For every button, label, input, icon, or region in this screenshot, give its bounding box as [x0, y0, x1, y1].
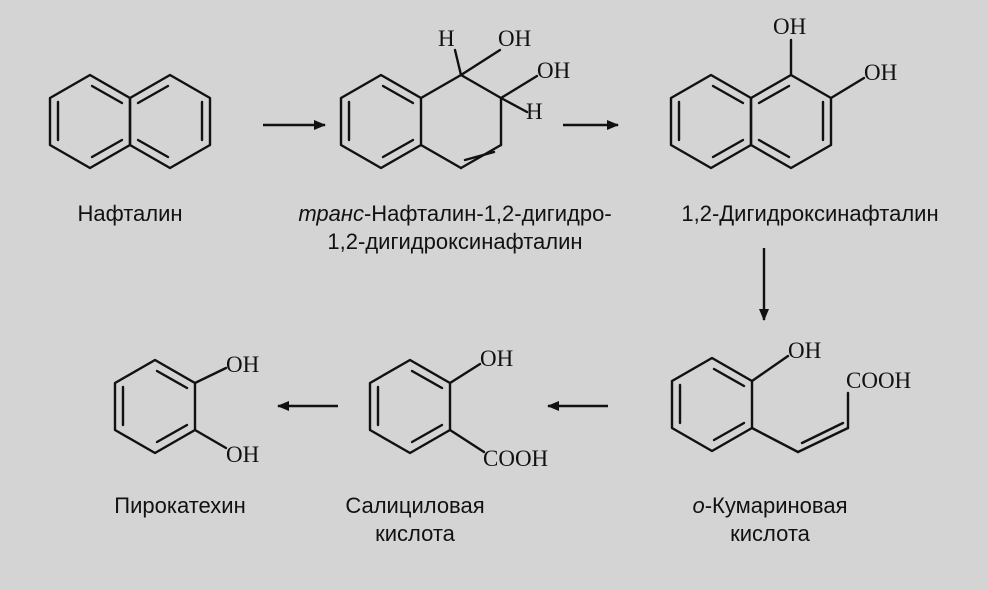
salicylic-cooh-label: COOH [483, 446, 548, 471]
catechol-oh1-label: OH [226, 352, 259, 377]
dihydroxynaphthalene-oh1-label: OH [773, 14, 806, 39]
naphthalene-name: Нафталин [77, 201, 183, 226]
salicylic-oh-label: OH [480, 346, 513, 371]
catechol-name: Пирокатехин [114, 493, 246, 518]
coumaric-cooh-label: COOH [846, 368, 911, 393]
naphthalene-structure [48, 73, 212, 170]
coumaric-acid-structure [670, 354, 850, 454]
catechol-oh2-label: OH [226, 442, 259, 467]
dihydrodiol-oh1-label: OH [498, 26, 531, 51]
coumaric-acid-name: о-Кумариновая кислота [692, 493, 848, 546]
salicylic-acid-name: Салициловая кислота [345, 493, 485, 546]
dihydroxynaphthalene-name: 1,2-Дигидроксинафталин [681, 201, 939, 226]
dihydrodiol-oh2-label: OH [537, 58, 570, 83]
dihydroxynaphthalene-structure [669, 38, 866, 170]
catechol-structure [113, 358, 228, 455]
salicylic-acid-structure [368, 358, 486, 455]
dihydrodiol-h1-label: H [438, 26, 455, 51]
dihydroxynaphthalene-oh2-label: OH [864, 60, 897, 85]
dihydrodiol-h2-label: H [526, 99, 543, 124]
dihydrodiol-structure [339, 48, 539, 170]
coumaric-oh-label: OH [788, 338, 821, 363]
dihydrodiol-name: транс-Нафталин-1,2-дигидро- 1,2-дигидрок… [298, 201, 612, 254]
